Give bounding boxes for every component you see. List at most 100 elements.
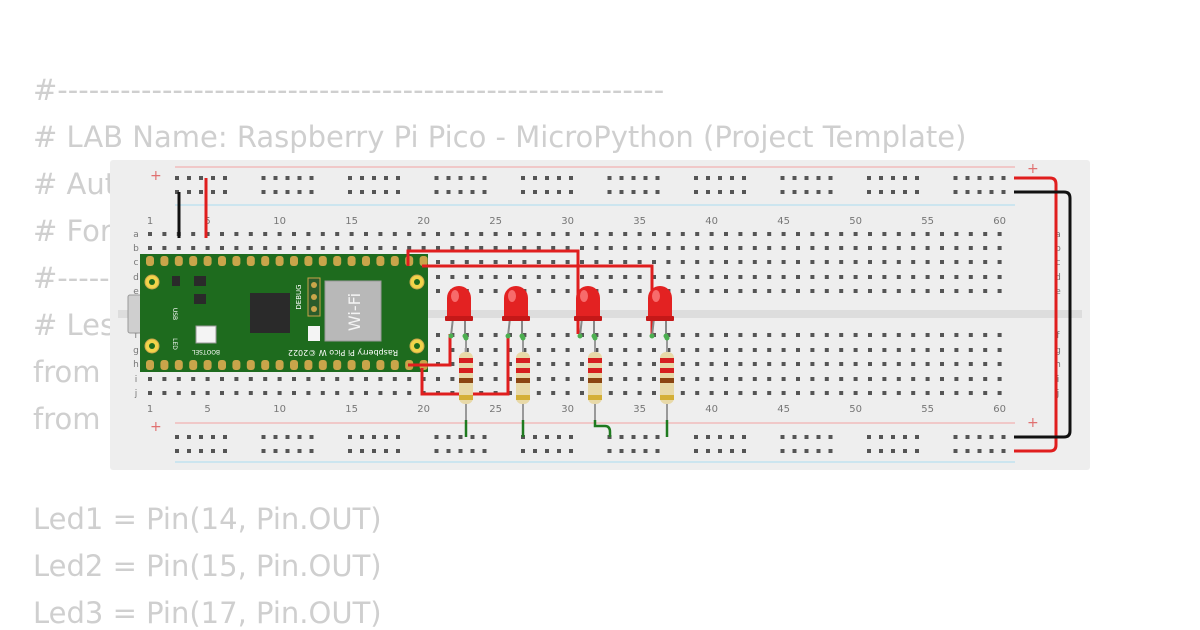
breadboard-hole[interactable] [536,232,541,236]
breadboard-hole[interactable] [983,391,988,395]
rail-hole[interactable] [360,176,364,180]
breadboard-hole[interactable] [580,391,584,395]
breadboard-hole[interactable] [940,289,944,293]
breadboard-hole[interactable] [580,275,584,279]
rail-hole[interactable] [816,190,821,194]
rail-hole[interactable] [792,449,797,453]
breadboard-hole[interactable] [248,391,253,395]
rail-hole[interactable] [891,176,895,180]
breadboard-hole[interactable] [464,232,469,236]
breadboard-hole[interactable] [868,246,872,250]
breadboard-hole[interactable] [536,362,541,366]
breadboard-hole[interactable] [594,260,599,264]
breadboard-hole[interactable] [853,289,858,293]
breadboard-hole[interactable] [637,289,642,293]
rail-hole[interactable] [187,449,191,453]
rail-hole[interactable] [458,435,463,439]
breadboard-hole[interactable] [148,246,152,250]
breadboard-hole[interactable] [234,246,239,250]
rail-hole[interactable] [175,190,179,194]
breadboard-hole[interactable] [652,362,656,366]
breadboard-hole[interactable] [652,348,656,352]
breadboard-hole[interactable] [479,348,484,352]
breadboard-hole[interactable] [407,246,412,250]
rail-hole[interactable] [223,449,227,453]
breadboard-hole[interactable] [839,289,844,293]
pico-gpio-pin[interactable] [232,256,241,266]
breadboard-hole[interactable] [724,232,728,236]
breadboard-hole[interactable] [392,391,397,395]
breadboard-hole[interactable] [824,232,829,236]
breadboard-hole[interactable] [997,377,1002,381]
rail-hole[interactable] [545,190,549,194]
rail-hole[interactable] [470,435,475,439]
breadboard-hole[interactable] [623,377,628,381]
breadboard-hole[interactable] [954,275,959,279]
breadboard-hole[interactable] [508,275,512,279]
rail-hole[interactable] [903,190,907,194]
breadboard-hole[interactable] [680,260,685,264]
breadboard-hole[interactable] [637,348,642,352]
breadboard-hole[interactable] [925,246,930,250]
breadboard-hole[interactable] [148,232,152,236]
breadboard-hole[interactable] [536,391,541,395]
breadboard-hole[interactable] [724,362,728,366]
ground-rail-link-wire[interactable] [1014,190,1072,439]
breadboard-hole[interactable] [896,391,901,395]
breadboard-hole[interactable] [896,260,901,264]
breadboard-hole[interactable] [335,391,340,395]
rail-hole[interactable] [261,449,266,453]
breadboard-hole[interactable] [781,275,786,279]
rail-hole[interactable] [396,176,400,180]
breadboard-hole[interactable] [580,362,584,366]
breadboard-hole[interactable] [479,275,484,279]
pico-gpio-pin[interactable] [246,360,255,370]
breadboard-hole[interactable] [781,362,786,366]
breadboard-hole[interactable] [522,275,527,279]
rail-hole[interactable] [1001,176,1006,180]
breadboard-hole[interactable] [767,377,772,381]
breadboard-hole[interactable] [450,362,455,366]
breadboard-hole[interactable] [940,348,944,352]
breadboard-hole[interactable] [565,246,570,250]
rail-hole[interactable] [867,449,871,453]
breadboard-hole[interactable] [364,377,368,381]
breadboard-hole[interactable] [508,232,512,236]
breadboard-hole[interactable] [853,333,858,337]
breadboard-hole[interactable] [652,391,656,395]
rail-hole[interactable] [718,435,722,439]
pico-pin-header[interactable] [146,256,428,370]
breadboard-hole[interactable] [148,377,152,381]
breadboard-hole[interactable] [436,246,440,250]
breadboard-hole[interactable] [738,391,743,395]
breadboard-hole[interactable] [623,232,628,236]
breadboard-hole[interactable] [824,275,829,279]
breadboard-hole[interactable] [191,391,196,395]
rail-hole[interactable] [199,190,203,194]
breadboard-hole[interactable] [997,362,1002,366]
bootsel-button[interactable] [195,325,217,344]
breadboard-hole[interactable] [997,275,1002,279]
breadboard-hole[interactable] [724,391,728,395]
rail-hole[interactable] [557,176,561,180]
breadboard-hole[interactable] [594,232,599,236]
breadboard-hole[interactable] [724,348,728,352]
breadboard-hole[interactable] [752,275,757,279]
breadboard-hole[interactable] [767,391,772,395]
breadboard-hole[interactable] [925,232,930,236]
breadboard-hole[interactable] [824,377,829,381]
rail-hole[interactable] [977,449,982,453]
rail-hole[interactable] [816,176,821,180]
breadboard-hole[interactable] [738,275,743,279]
rail-hole[interactable] [730,449,734,453]
breadboard-hole[interactable] [306,377,311,381]
breadboard-hole[interactable] [205,377,210,381]
breadboard-hole[interactable] [767,246,772,250]
breadboard-hole[interactable] [565,377,570,381]
rail-hole[interactable] [619,190,624,194]
rail-hole[interactable] [891,449,895,453]
rail-hole[interactable] [199,435,203,439]
breadboard-hole[interactable] [824,333,829,337]
breadboard-hole[interactable] [709,391,714,395]
pico-gpio-pin[interactable] [275,360,284,370]
